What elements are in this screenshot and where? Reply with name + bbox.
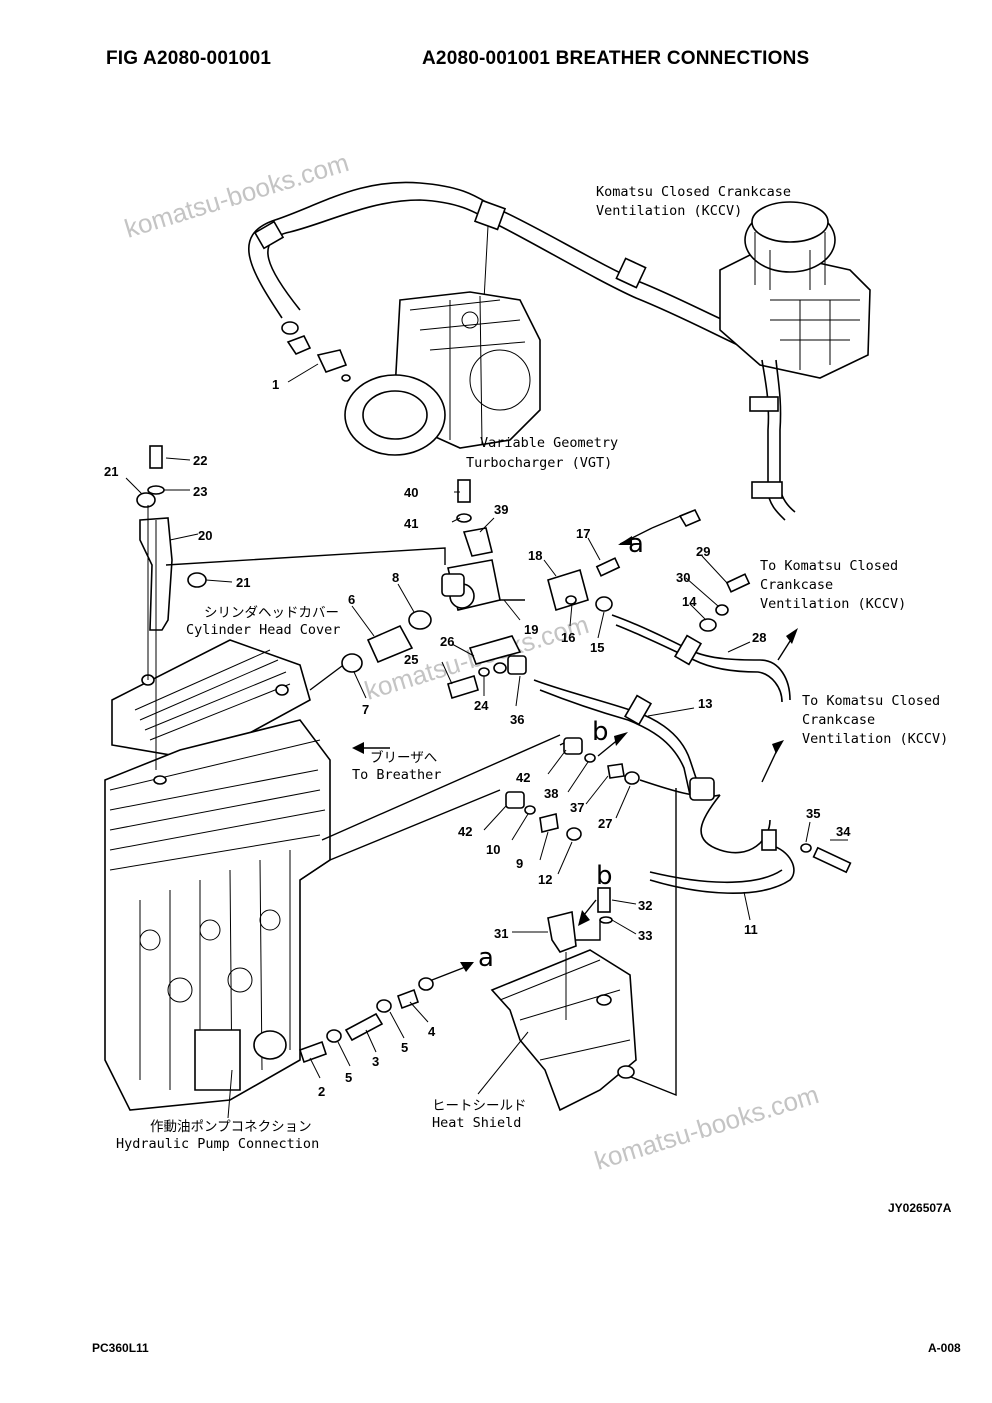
callout-15: 15	[590, 640, 604, 655]
fittings-center	[505, 508, 751, 841]
callout-32: 32	[638, 898, 652, 913]
label-to-kccv-b-3: Ventilation (KCCV)	[802, 731, 948, 747]
callout-numbers: 1 2 3 4 5 5 6 7 8 9 10 11 12 13 14 15 16…	[104, 377, 851, 1099]
callout-leaders	[125, 363, 848, 1119]
callout-36: 36	[510, 712, 524, 727]
callout-17: 17	[576, 526, 590, 541]
arrows	[352, 511, 798, 981]
callout-24: 24	[474, 698, 489, 713]
label-to-kccv-a-2: Crankcase	[760, 577, 833, 593]
callout-1: 1	[272, 377, 279, 392]
breather-hose-top	[248, 181, 747, 347]
callout-12: 12	[538, 872, 552, 887]
callout-5a: 5	[345, 1070, 352, 1085]
label-pump-en: Hydraulic Pump Connection	[116, 1136, 319, 1152]
kccv-unit	[719, 201, 871, 521]
callout-22: 22	[193, 453, 207, 468]
drawing-code: JY026507A	[888, 1201, 952, 1215]
label-head-cover-en: Cylinder Head Cover	[186, 622, 340, 638]
label-shield-en: Heat Shield	[432, 1115, 521, 1131]
callout-23: 23	[193, 484, 207, 499]
callout-26: 26	[440, 634, 454, 649]
watermark: komatsu-books.com	[121, 147, 352, 244]
callout-40: 40	[404, 485, 418, 500]
bracket-assembly	[136, 445, 207, 770]
callout-18: 18	[528, 548, 542, 563]
callout-38: 38	[544, 786, 558, 801]
leader-lines	[165, 547, 677, 1097]
callout-27: 27	[598, 816, 612, 831]
callout-21b: 21	[236, 575, 250, 590]
label-kccv-top-1: Komatsu Closed Crankcase	[596, 184, 791, 200]
callout-29: 29	[696, 544, 710, 559]
pump-fittings	[298, 977, 434, 1064]
model-number: PC360L11	[92, 1341, 149, 1355]
hose-lines	[533, 614, 852, 894]
figure-number: FIG A2080-001001	[106, 48, 272, 69]
callout-5b: 5	[401, 1040, 408, 1055]
label-to-kccv-b-2: Crankcase	[802, 712, 875, 728]
heat-shield	[490, 887, 637, 1112]
callout-6: 6	[348, 592, 355, 607]
callout-28: 28	[752, 630, 766, 645]
callout-2: 2	[318, 1084, 325, 1099]
callout-39: 39	[494, 502, 508, 517]
callout-20: 20	[198, 528, 212, 543]
ref-letter-b: b	[596, 861, 613, 891]
callout-25: 25	[404, 652, 418, 667]
callout-42a: 42	[516, 770, 530, 785]
callout-41: 41	[404, 516, 418, 531]
callout-3: 3	[372, 1054, 379, 1069]
figure-title: A2080-001001 BREATHER CONNECTIONS	[422, 48, 810, 69]
label-breather-en: To Breather	[352, 767, 441, 783]
label-head-cover-jp: シリンダヘッドカバー	[204, 605, 339, 621]
page-number: A-008	[928, 1341, 961, 1355]
label-pump-jp: 作動油ポンプコネクション	[150, 1119, 312, 1135]
callout-16: 16	[561, 630, 575, 645]
callout-4: 4	[428, 1024, 436, 1039]
callout-31: 31	[494, 926, 508, 941]
ref-letter-a: a	[478, 943, 494, 973]
label-shield-jp: ヒートシールド	[432, 1098, 527, 1114]
breather-fittings	[341, 479, 527, 700]
ref-letter-b: b	[592, 717, 609, 747]
callout-37: 37	[570, 800, 584, 815]
engine-block	[104, 639, 331, 1111]
callout-10: 10	[486, 842, 500, 857]
diagram-labels: Komatsu Closed Crankcase Ventilation (KC…	[116, 184, 948, 1152]
callout-33: 33	[638, 928, 652, 943]
label-to-kccv-b-1: To Komatsu Closed	[802, 693, 940, 709]
label-vgt-1: Variable Geometry	[480, 435, 618, 451]
callout-21a: 21	[104, 464, 118, 479]
callout-8: 8	[392, 570, 399, 585]
label-vgt-2: Turbocharger (VGT)	[466, 455, 612, 471]
callout-13: 13	[698, 696, 712, 711]
callout-14: 14	[682, 594, 697, 609]
label-to-kccv-a-3: Ventilation (KCCV)	[760, 596, 906, 612]
callout-9: 9	[516, 856, 523, 871]
callout-7: 7	[362, 702, 369, 717]
callout-19: 19	[524, 622, 538, 637]
turbocharger-vgt	[281, 291, 541, 456]
label-breather-jp: ブリーザへ	[370, 749, 437, 766]
callout-34: 34	[836, 824, 851, 839]
callout-11: 11	[744, 922, 758, 937]
callout-35: 35	[806, 806, 820, 821]
ref-letter-a: a	[628, 529, 644, 559]
label-kccv-top-2: Ventilation (KCCV)	[596, 203, 742, 219]
callout-42b: 42	[458, 824, 472, 839]
callout-30: 30	[676, 570, 690, 585]
watermark: komatsu-books.com	[591, 1079, 822, 1176]
label-to-kccv-a-1: To Komatsu Closed	[760, 558, 898, 574]
